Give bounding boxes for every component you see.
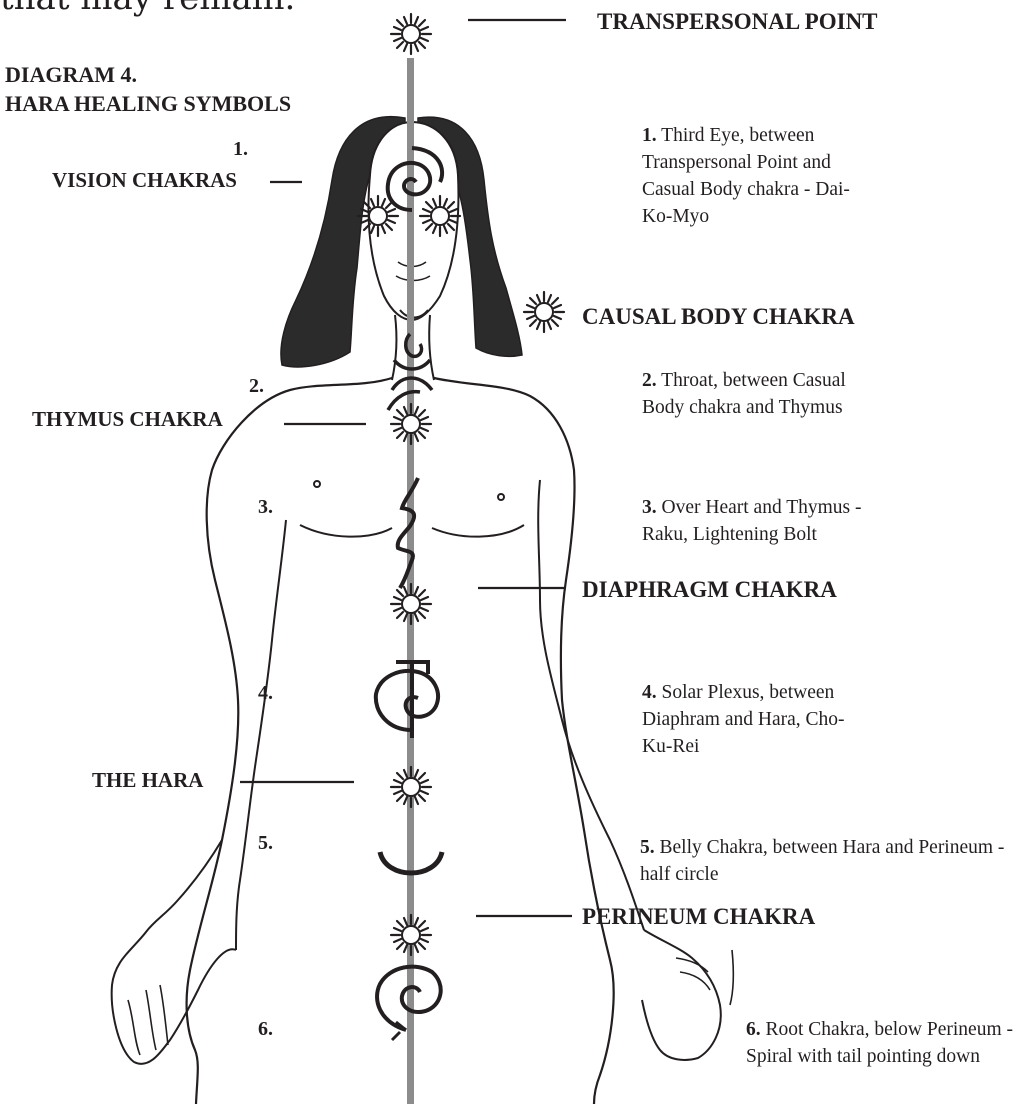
- description-3-number: 3.: [642, 497, 657, 518]
- description-6-number: 6.: [746, 1019, 761, 1040]
- left-hand: [112, 840, 236, 1064]
- description-2: 2. Throat, between Casual Body chakra an…: [642, 367, 862, 421]
- description-1-number: 1.: [642, 125, 657, 146]
- cho-ku-rei-icon: [376, 660, 438, 738]
- number-3: 3.: [258, 496, 273, 519]
- description-5: 5. Belly Chakra, between Hara and Perine…: [640, 834, 1020, 888]
- number-2: 2.: [249, 375, 264, 398]
- description-6: 6. Root Chakra, below Perineum - Spiral …: [746, 1016, 1016, 1070]
- label-vision-chakras: VISION CHAKRAS: [52, 168, 237, 193]
- description-5-text: Belly Chakra, between Hara and Perineum …: [640, 837, 1004, 885]
- body-outline-right: [434, 378, 614, 1104]
- description-1: 1. Third Eye, between Transpersonal Poin…: [642, 122, 852, 230]
- description-4-number: 4.: [642, 682, 657, 703]
- number-1: 1.: [233, 138, 248, 161]
- hara-star-icon: [391, 767, 431, 807]
- description-4: 4. Solar Plexus, between Diaphram and Ha…: [642, 679, 852, 760]
- number-5: 5.: [258, 832, 273, 855]
- label-causal-body-chakra: CAUSAL BODY CHAKRA: [582, 304, 855, 330]
- label-the-hara: THE HARA: [92, 768, 203, 793]
- vision-right-star-icon: [420, 196, 460, 236]
- description-6-text: Root Chakra, below Perineum - Spiral wit…: [746, 1019, 1013, 1067]
- description-3: 3. Over Heart and Thymus - Raku, Lighten…: [642, 494, 882, 548]
- description-5-number: 5.: [640, 837, 655, 858]
- description-1-text: Third Eye, between Transpersonal Point a…: [642, 125, 850, 227]
- description-4-text: Solar Plexus, between Diaphram and Hara,…: [642, 682, 845, 757]
- transpersonal-star-icon: [391, 14, 431, 54]
- description-3-text: Over Heart and Thymus - Raku, Lightening…: [642, 497, 862, 545]
- label-diaphragm-chakra: DIAPHRAGM CHAKRA: [582, 577, 837, 603]
- label-thymus-chakra: THYMUS CHAKRA: [32, 407, 223, 432]
- label-perineum-chakra: PERINEUM CHAKRA: [582, 904, 815, 930]
- thymus-star-icon: [391, 404, 431, 444]
- number-6: 6.: [258, 1018, 273, 1041]
- number-4: 4.: [258, 682, 273, 705]
- label-transpersonal-point: TRANSPERSONAL POINT: [597, 9, 878, 35]
- body-outline-left: [187, 378, 392, 1104]
- perineum-star-icon: [391, 915, 431, 955]
- description-2-text: Throat, between Casual Body chakra and T…: [642, 370, 846, 418]
- diaphragm-star-icon: [391, 584, 431, 624]
- right-hand: [642, 930, 721, 1060]
- causal-body-star-icon: [524, 292, 564, 332]
- description-2-number: 2.: [642, 370, 657, 391]
